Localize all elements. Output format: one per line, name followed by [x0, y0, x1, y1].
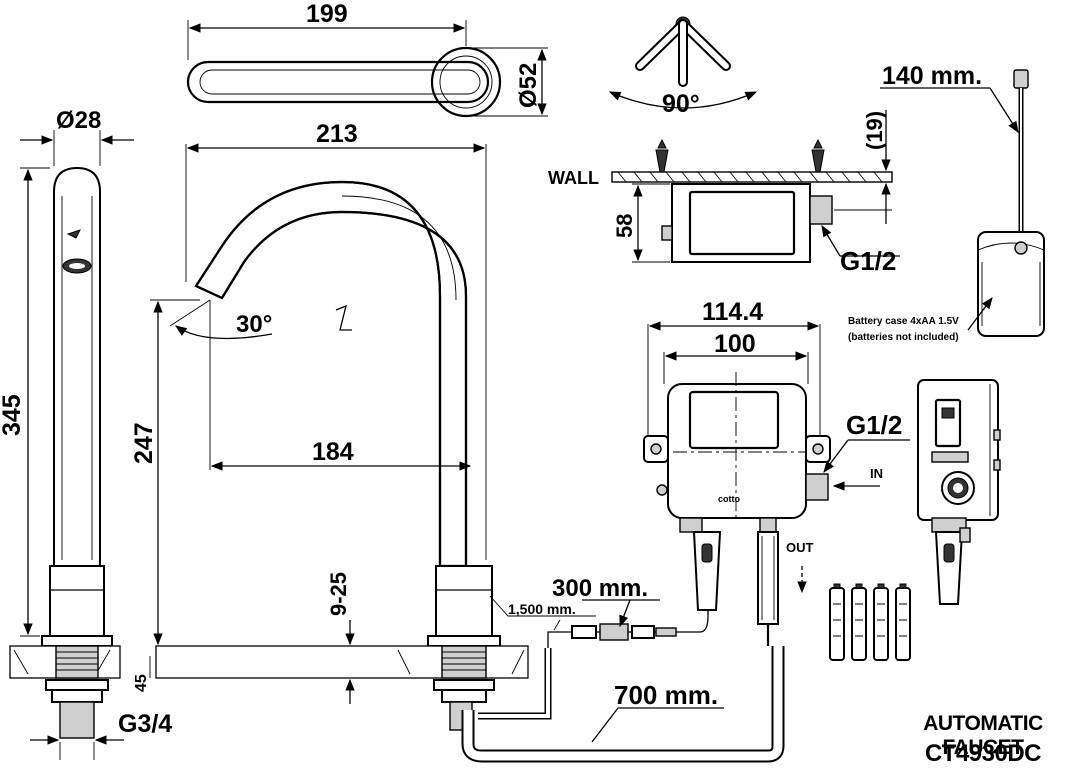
hoses-cables	[461, 595, 785, 763]
dim-114: 114.4	[702, 298, 763, 326]
dim-30deg: 30°	[236, 311, 272, 338]
battery-case	[880, 69, 1045, 337]
dim-213: 213	[316, 120, 358, 148]
model-number: CT4930DC	[924, 740, 1042, 767]
front-view-faucet	[149, 143, 529, 731]
product-type-title: AUTOMATIC FAUCET	[923, 712, 1043, 759]
dim-angle-90: 90°	[662, 90, 700, 118]
control-box-front	[643, 321, 910, 625]
dim-wire-140: 140 mm.	[882, 62, 982, 90]
in-label: IN	[870, 466, 883, 481]
dim-dia28: Ø28	[56, 107, 101, 134]
dim-1500mm: 1,500 mm.	[508, 601, 576, 617]
dim-925: 9-25	[326, 572, 351, 616]
dim-top-dia: Ø52	[515, 63, 542, 108]
dim-g12-side: G1/2	[846, 410, 902, 440]
top-view-spout	[186, 20, 548, 118]
dim-345: 345	[0, 394, 26, 436]
brand-logo: cotto	[718, 494, 740, 504]
dim-700mm: 700 mm.	[614, 680, 718, 710]
battery-note-line2: (batteries not included)	[848, 332, 959, 343]
dim-top-width: 199	[306, 0, 348, 28]
dim-58: 58	[612, 214, 637, 238]
battery-note-line1: Battery case 4xAA 1.5V	[848, 316, 959, 327]
dim-45: 45	[133, 674, 150, 692]
dim-g12-box: G1/2	[840, 246, 896, 276]
dim-247: 247	[130, 422, 158, 464]
batteries-illustration	[829, 583, 911, 661]
dim-g34: G3/4	[118, 710, 172, 738]
dim-100: 100	[714, 330, 756, 358]
wall-mount-view	[611, 110, 900, 263]
sensor-angle-view	[608, 16, 758, 109]
out-label: OUT	[786, 540, 814, 555]
wall-label: WALL	[548, 168, 599, 188]
dim-184: 184	[312, 438, 354, 466]
side-view-faucet	[9, 130, 134, 760]
control-box-side	[917, 379, 1001, 605]
dim-300mm: 300 mm.	[552, 575, 648, 602]
dim-19: (19)	[862, 111, 887, 150]
